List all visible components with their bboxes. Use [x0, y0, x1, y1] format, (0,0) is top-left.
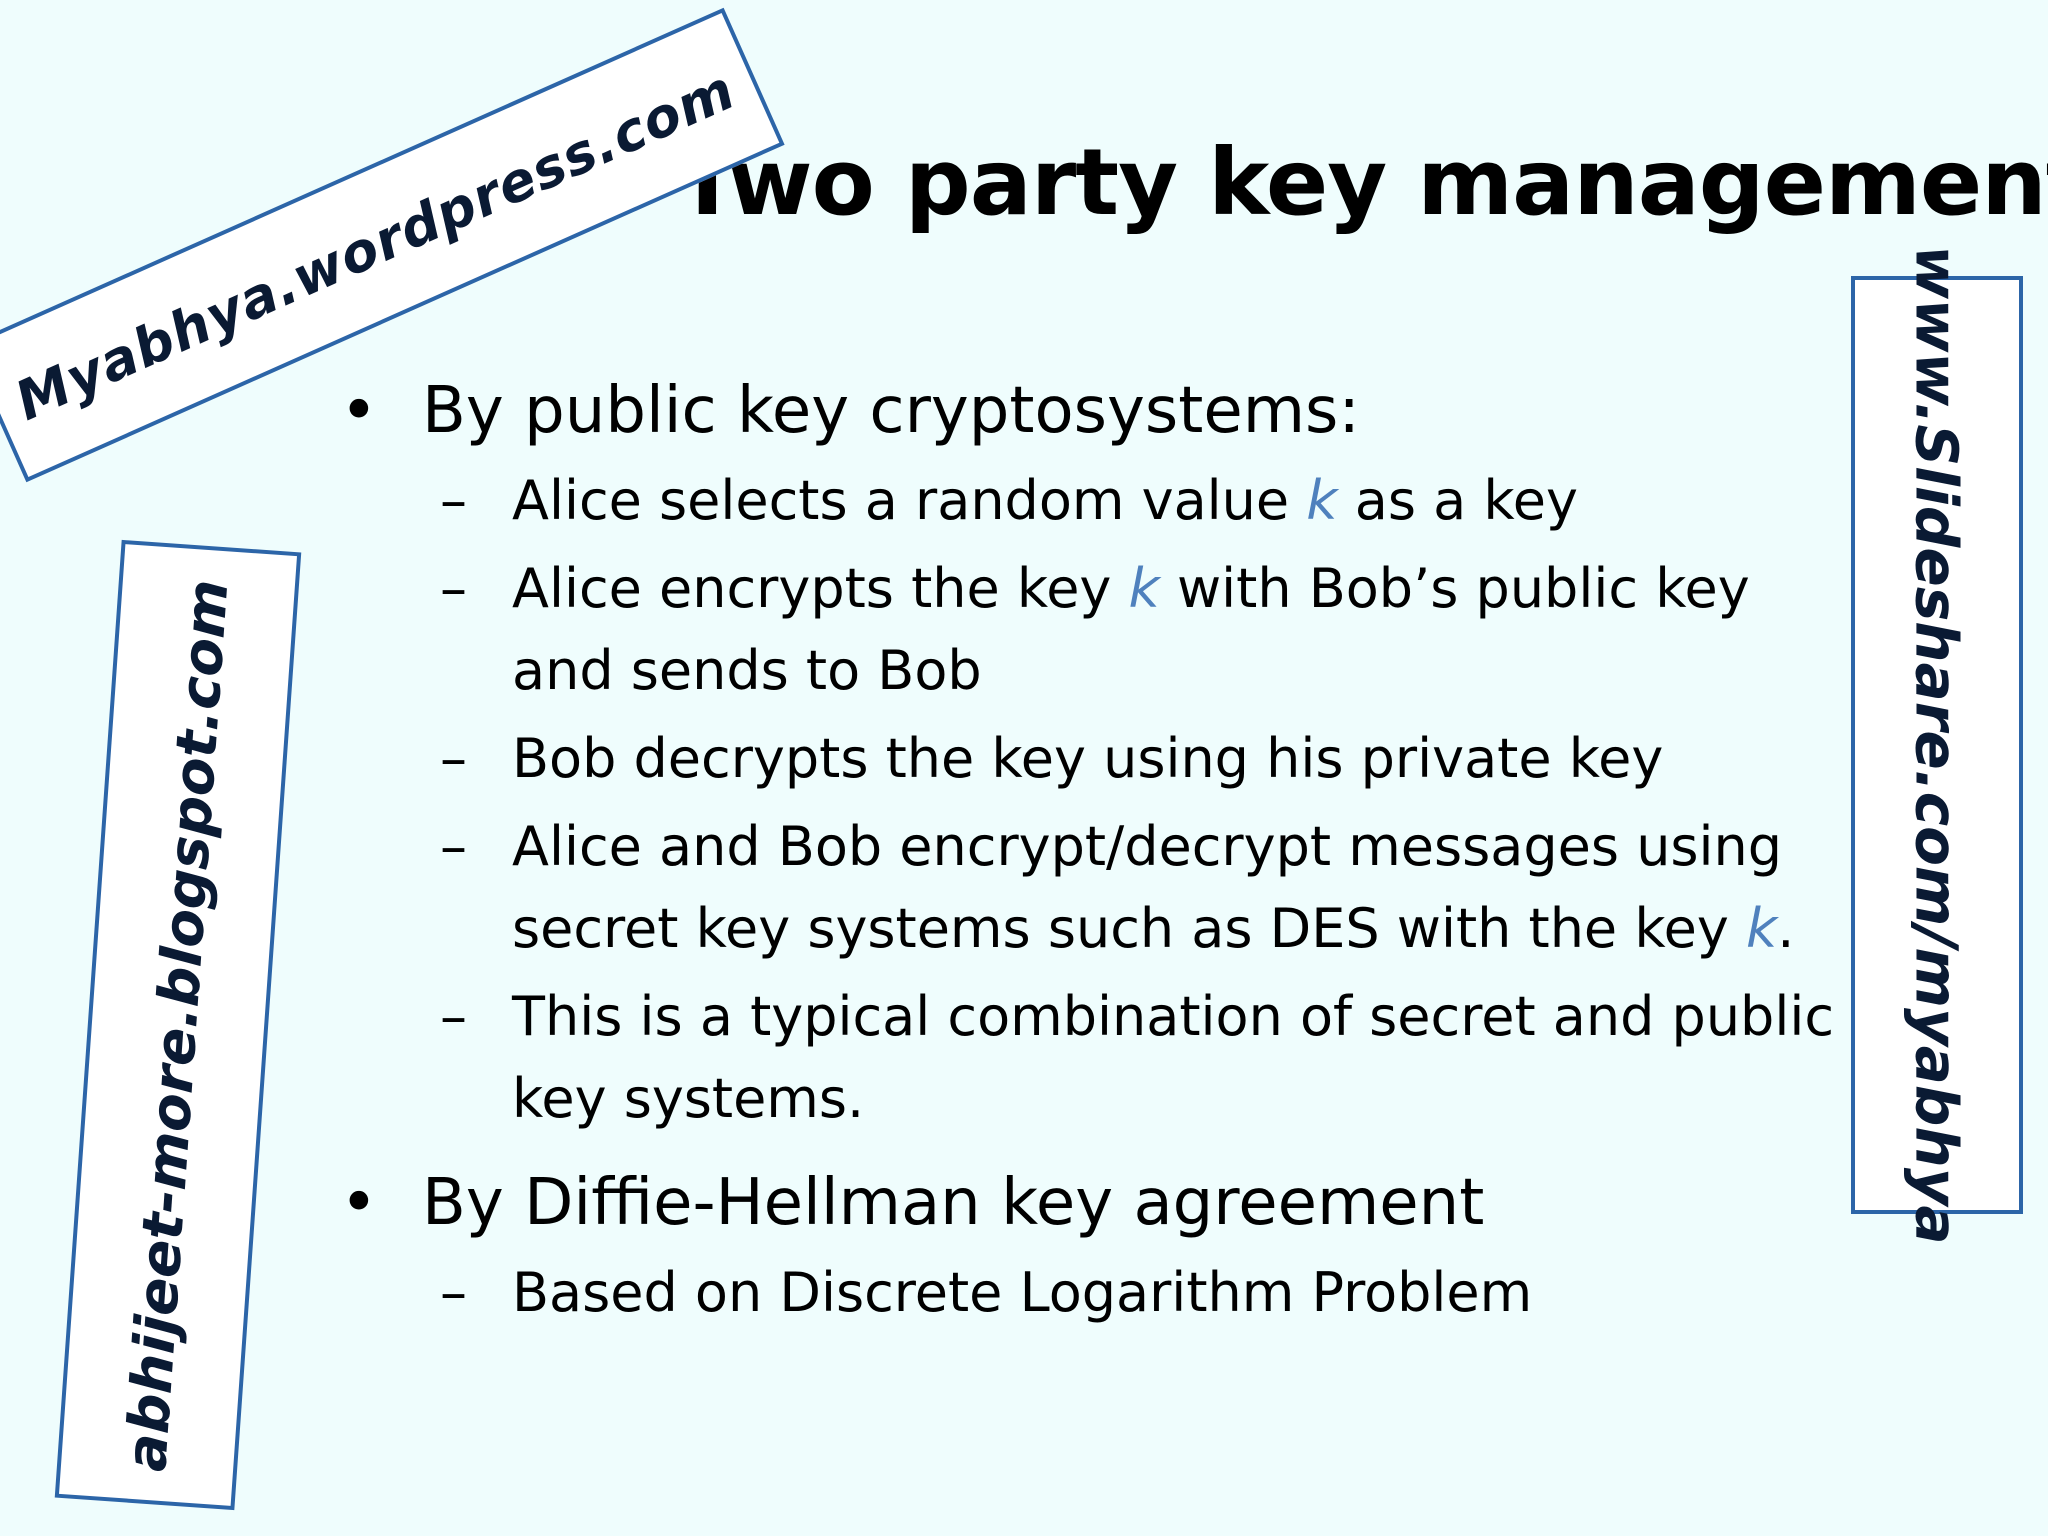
dash-marker: –	[440, 815, 467, 878]
bullet-marker: •	[340, 1166, 378, 1240]
bullet-public-key: • By public key cryptosystems:	[340, 370, 1860, 452]
watermark-blogspot: abhijeet-more.blogspot.com	[54, 539, 302, 1511]
bullet-marker: •	[340, 374, 378, 448]
variable-k: k	[1128, 557, 1160, 620]
subitem-text: .	[1777, 897, 1795, 960]
watermark-slideshare-text: www.Slideshare.com/myabhya	[1903, 245, 1971, 1245]
subitem-text: Alice and Bob encrypt/decrypt messages u…	[512, 815, 1783, 960]
dash-marker: –	[440, 557, 467, 620]
dash-marker: –	[440, 727, 467, 790]
subitem-text: Bob decrypts the key using his private k…	[512, 727, 1664, 790]
variable-k: k	[1746, 897, 1778, 960]
subitem-bob-decrypts: – Bob decrypts the key using his private…	[340, 718, 1860, 800]
subitem-text: Based on Discrete Logarithm Problem	[512, 1261, 1533, 1324]
variable-k: k	[1306, 469, 1338, 532]
subitem-alice-and-bob: – Alice and Bob encrypt/decrypt messages…	[340, 806, 1860, 970]
watermark-blogspot-text: abhijeet-more.blogspot.com	[114, 577, 242, 1473]
subitem-typical-combination: – This is a typical combination of secre…	[340, 976, 1860, 1140]
dash-marker: –	[440, 985, 467, 1048]
subitem-discrete-log: – Based on Discrete Logarithm Problem	[340, 1252, 1860, 1334]
watermark-slideshare: www.Slideshare.com/myabhya	[1851, 245, 2023, 1245]
bullet-text: By Diffie-Hellman key agreement	[422, 1166, 1485, 1240]
subitem-text: with Bob’s public key and sends to Bob	[512, 557, 1750, 702]
dash-marker: –	[440, 1261, 467, 1324]
slide-body: • By public key cryptosystems: – Alice s…	[340, 370, 1860, 1334]
subitem-alice-selects: – Alice selects a random value k as a ke…	[340, 460, 1860, 542]
bullet-text: By public key cryptosystems:	[422, 374, 1360, 448]
subitem-text: as a key	[1337, 469, 1578, 532]
subitem-alice-encrypts: – Alice encrypts the key k with Bob’s pu…	[340, 548, 1860, 712]
bullet-diffie-hellman: • By Diffie-Hellman key agreement	[340, 1162, 1860, 1244]
subitem-text: Alice encrypts the key	[512, 557, 1129, 620]
subitem-text: Alice selects a random value	[512, 469, 1307, 532]
dash-marker: –	[440, 469, 467, 532]
subitem-text: This is a typical combination of secret …	[512, 985, 1835, 1130]
slide-title: Two party key management	[676, 129, 2048, 236]
